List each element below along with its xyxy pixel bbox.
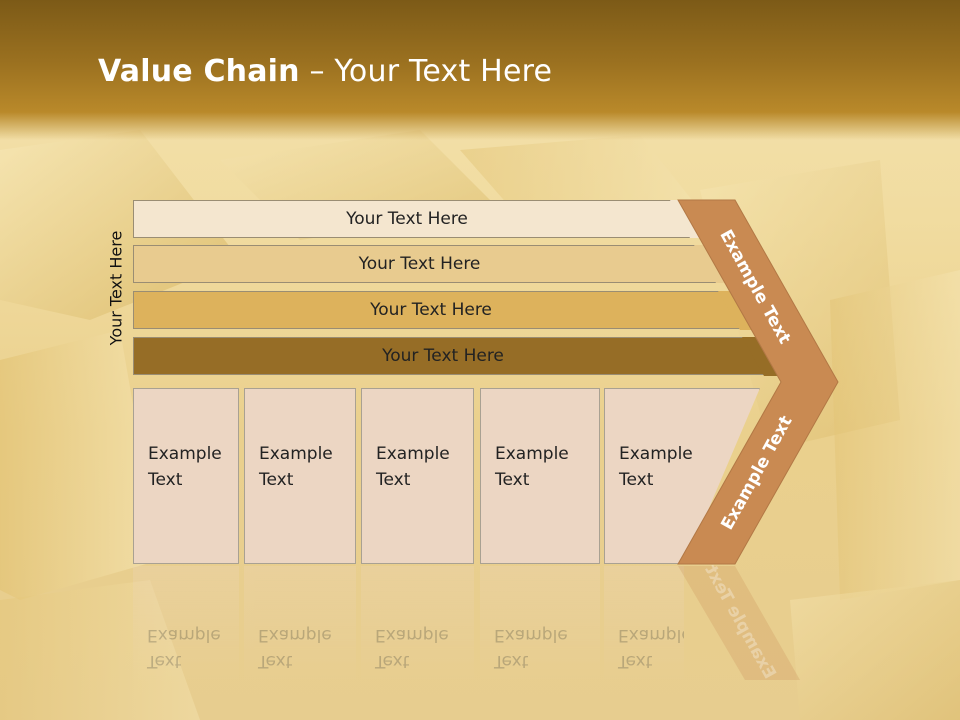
bar-2-label: Your Text Here xyxy=(358,254,481,274)
box-3-reflection-line2: Text xyxy=(375,651,410,671)
box-4: Example Text xyxy=(480,388,600,564)
box-4-reflection-line1: Example xyxy=(494,625,568,645)
box-5-line1: Example xyxy=(619,444,693,464)
bar-3-label: Your Text Here xyxy=(370,300,492,320)
box-2-reflection: Text Example xyxy=(244,566,356,686)
box-4-reflection: Text Example xyxy=(480,566,600,686)
box-4-line1: Example xyxy=(495,444,569,464)
box-1: Example Text xyxy=(133,388,239,564)
box-3-reflection: Text Example xyxy=(361,566,474,686)
bar-1-label: Your Text Here xyxy=(346,209,468,229)
bar-4-label: Your Text Here xyxy=(382,346,504,366)
box-4-line2: Text xyxy=(495,470,530,490)
bar-3: Your Text Here xyxy=(133,291,741,329)
box-5-line2: Text xyxy=(619,470,654,490)
box-2-line1: Example xyxy=(259,444,333,464)
title-band xyxy=(0,0,960,140)
box-2: Example Text xyxy=(244,388,356,564)
box-5-reflection-line1: Example xyxy=(618,625,684,645)
box-5-reflection: Text Example xyxy=(604,566,684,686)
slide-title: Value Chain – Your Text Here xyxy=(98,54,552,89)
bar-1: Your Text Here xyxy=(133,200,693,238)
title-bold: Value Chain xyxy=(98,54,300,89)
box-3-line1: Example xyxy=(376,444,450,464)
bar-4: Your Text Here xyxy=(133,337,765,375)
box-5-reflection-line2: Text xyxy=(618,651,653,671)
title-rest: – Your Text Here xyxy=(299,54,553,89)
box-1-line1: Example xyxy=(148,444,222,464)
box-2-line2: Text xyxy=(259,470,294,490)
box-4-reflection-line2: Text xyxy=(494,651,529,671)
box-1-reflection: Text Example xyxy=(133,566,239,686)
box-3: Example Text xyxy=(361,388,474,564)
box-2-reflection-line1: Example xyxy=(258,625,332,645)
box-1-reflection-line1: Example xyxy=(147,625,221,645)
box-1-line2: Text xyxy=(148,470,183,490)
box-3-reflection-line1: Example xyxy=(375,625,449,645)
box-3-line2: Text xyxy=(376,470,411,490)
box-2-reflection-line2: Text xyxy=(258,651,293,671)
bar-2: Your Text Here xyxy=(133,245,718,283)
vertical-label: Your Text Here xyxy=(106,230,126,346)
box-1-reflection-line2: Text xyxy=(147,651,182,671)
